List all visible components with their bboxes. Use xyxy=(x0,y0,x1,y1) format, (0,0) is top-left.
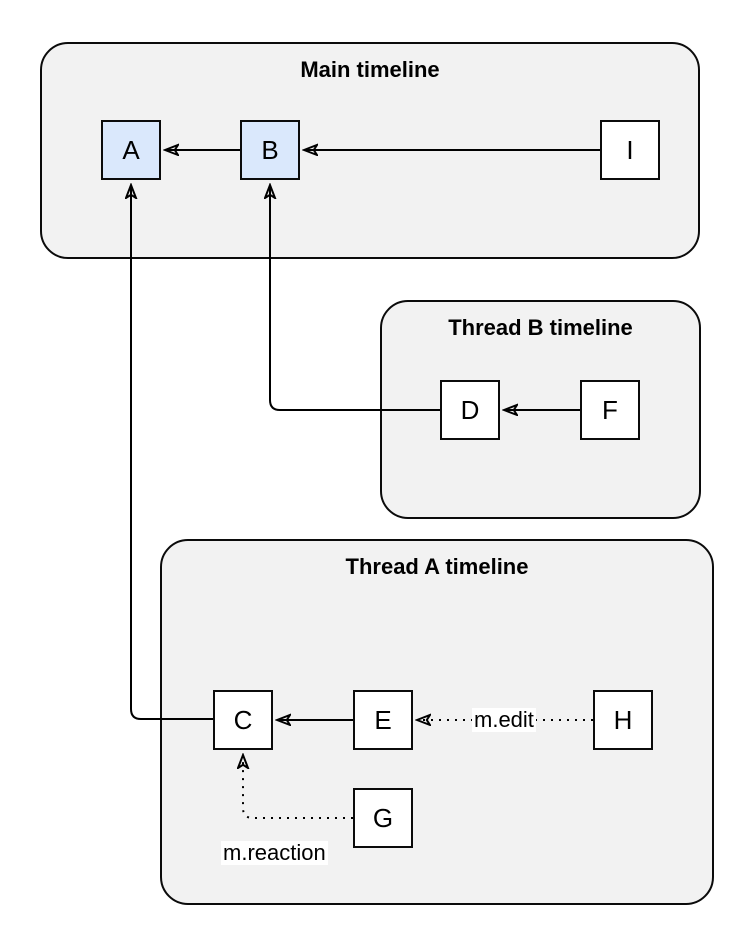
node-b: B xyxy=(240,120,300,180)
node-d: D xyxy=(440,380,500,440)
node-f-label: F xyxy=(602,394,618,425)
group-main-timeline-title: Main timeline xyxy=(300,57,440,82)
node-i: I xyxy=(600,120,660,180)
node-a-label: A xyxy=(122,134,140,165)
group-thread-a-timeline-title: Thread A timeline xyxy=(345,554,529,579)
node-f: F xyxy=(580,380,640,440)
node-g-label: G xyxy=(372,802,394,833)
node-b-label: B xyxy=(261,134,279,165)
edge-label-m-reaction: m.reaction xyxy=(221,840,328,865)
node-c: C xyxy=(213,690,273,750)
node-h-label: H xyxy=(613,704,633,735)
node-h: H xyxy=(593,690,653,750)
node-d-label: D xyxy=(460,394,480,425)
group-thread-b-timeline-title: Thread B timeline xyxy=(448,315,633,340)
node-i-label: I xyxy=(626,134,634,165)
node-a: A xyxy=(101,120,161,180)
node-g: G xyxy=(353,788,413,848)
node-e-label: E xyxy=(374,704,392,735)
node-c-label: C xyxy=(233,704,253,735)
edge-label-m-edit: m.edit xyxy=(472,707,536,732)
group-thread-b-timeline: Thread B timeline xyxy=(380,300,701,519)
node-e: E xyxy=(353,690,413,750)
